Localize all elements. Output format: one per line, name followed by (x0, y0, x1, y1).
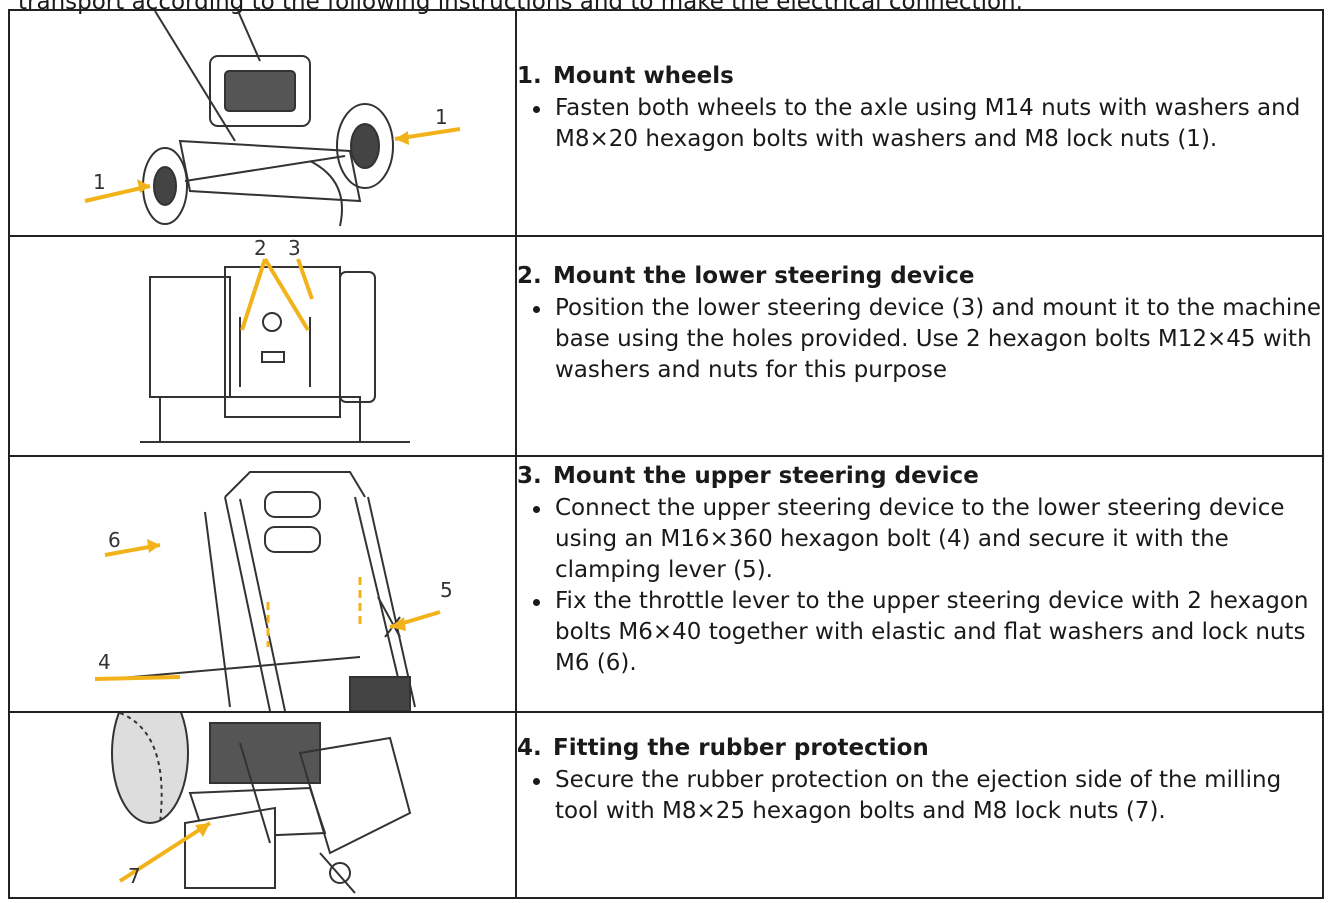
arrow-icon (263, 257, 310, 332)
step-row-4: 7 4.Fitting the rubber protection Secure… (8, 711, 1324, 899)
arrow-icon (118, 821, 212, 883)
callout-label: 4 (98, 650, 111, 674)
lower-steering-illustration: 2 3 (140, 237, 410, 443)
instruction-table: 1 1 1.Mount wheels Fasten both wheels to… (8, 9, 1324, 899)
callout-label: 6 (108, 528, 121, 552)
step-4-illustration: 7 (8, 711, 517, 899)
step-4-text: 4.Fitting the rubber protection Secure t… (515, 711, 1324, 899)
step-title: 4.Fitting the rubber protection (517, 735, 929, 761)
step-bullets: Position the lower steering device (3) a… (517, 293, 1322, 386)
step-bullets: Fasten both wheels to the axle using M14… (517, 93, 1322, 155)
arrow-icon (240, 258, 267, 331)
bullet-item: Secure the rubber protection on the ejec… (533, 765, 1322, 827)
step-row-1: 1 1 1.Mount wheels Fasten both wheels to… (8, 9, 1324, 237)
bullet-item: Connect the upper steering device to the… (533, 493, 1322, 586)
bullet-item: Position the lower steering device (3) a… (533, 293, 1322, 386)
step-2-illustration: 2 3 (8, 235, 517, 457)
step-bullets: Connect the upper steering device to the… (517, 493, 1322, 679)
step-3-text: 3.Mount the upper steering device Connec… (515, 455, 1324, 713)
rubber-protection-illustration: 7 (111, 714, 412, 894)
upper-steering-illustration: 6 5 4 (94, 471, 453, 710)
callout-label: 3 (288, 237, 301, 260)
step-1-text: 1.Mount wheels Fasten both wheels to the… (515, 9, 1324, 237)
step-title: 3.Mount the upper steering device (517, 463, 979, 489)
step-title: 2.Mount the lower steering device (517, 263, 975, 289)
bullet-item: Fasten both wheels to the axle using M14… (533, 93, 1322, 155)
callout-label: 1 (435, 105, 448, 129)
wheel-mounting-illustration: 1 1 (84, 12, 461, 227)
step-bullets: Secure the rubber protection on the ejec… (517, 765, 1322, 827)
step-row-3: 6 5 4 3.Mount the upper steering device … (8, 455, 1324, 713)
callout-label: 2 (254, 237, 267, 260)
bullet-item: Fix the throttle lever to the upper stee… (533, 586, 1322, 679)
step-2-text: 2.Mount the lower steering device Positi… (515, 235, 1324, 457)
callout-label: 7 (128, 864, 141, 888)
callout-label: 1 (93, 170, 106, 194)
step-title: 1.Mount wheels (517, 63, 734, 89)
callout-label: 5 (440, 578, 453, 602)
step-3-illustration: 6 5 4 (8, 455, 517, 713)
arrow-icon (94, 675, 181, 681)
step-1-illustration: 1 1 (8, 9, 517, 237)
arrow-icon (296, 258, 314, 300)
step-row-2: 2 3 2.Mount the lower steering device Po… (8, 235, 1324, 457)
